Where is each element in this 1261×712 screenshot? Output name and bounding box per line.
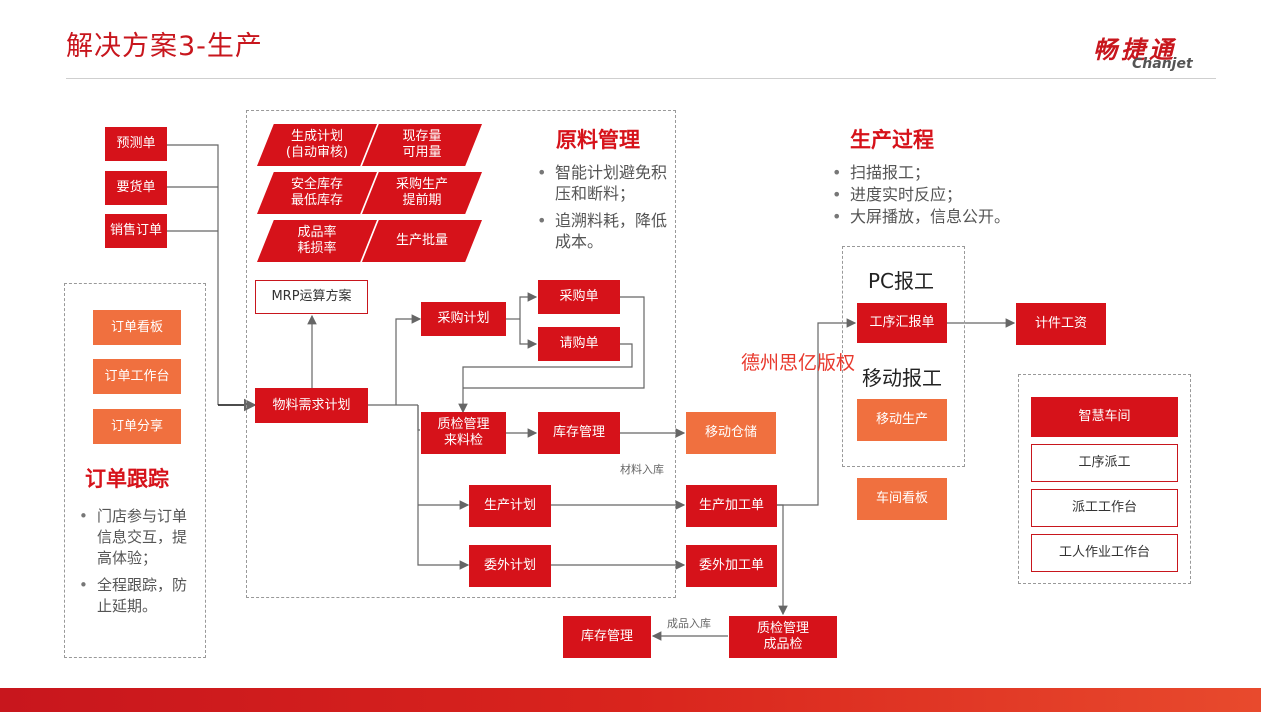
material-in-label: 材料入库: [620, 463, 664, 476]
bullet: 追溯料耗，降低成本。: [533, 210, 673, 252]
worker-workbench[interactable]: 工人作业工作台: [1031, 534, 1178, 572]
material-bullets: 智能计划避免积压和断料； 追溯料耗，降低成本。: [533, 162, 673, 258]
feature-stock-available: 现存量 可用量: [362, 124, 482, 166]
logo-chinese: 畅捷通: [1093, 36, 1177, 64]
purchase-plan[interactable]: 采购计划: [421, 302, 506, 336]
watermark: 德州思亿版权: [741, 352, 856, 374]
outsource-work-order[interactable]: 委外加工单: [686, 545, 777, 587]
order-tracking-heading: 订单跟踪: [85, 467, 169, 491]
workshop-board[interactable]: 车间看板: [857, 478, 947, 520]
bullet: 进度实时反应；: [828, 184, 1068, 205]
order-tracking-bullets: 门店参与订单信息交互，提高体验； 全程跟踪，防止延期。: [75, 506, 193, 623]
sales-order[interactable]: 销售订单: [105, 214, 167, 248]
request-order[interactable]: 要货单: [105, 171, 167, 205]
smart-workshop[interactable]: 智慧车间: [1031, 397, 1178, 437]
order-workbench[interactable]: 订单工作台: [93, 359, 181, 394]
outsource-plan[interactable]: 委外计划: [469, 545, 551, 587]
production-process-bullets: 扫描报工； 进度实时反应； 大屏播放，信息公开。: [828, 162, 1068, 228]
production-work-order[interactable]: 生产加工单: [686, 485, 777, 527]
bullet: 全程跟踪，防止延期。: [75, 575, 193, 617]
smart-workshop-panel: [1018, 374, 1191, 584]
bullet: 门店参与订单信息交互，提高体验；: [75, 506, 193, 569]
mobile-production[interactable]: 移动生产: [857, 399, 947, 441]
page-title: 解决方案3-生产: [66, 31, 263, 62]
purchase-order[interactable]: 采购单: [538, 280, 620, 314]
production-process-heading: 生产过程: [850, 128, 934, 152]
material-management-panel: [246, 110, 676, 598]
inventory-management-finished[interactable]: 库存管理: [563, 616, 651, 658]
order-board[interactable]: 订单看板: [93, 310, 181, 345]
piece-wage[interactable]: 计件工资: [1016, 303, 1106, 345]
mobile-storage[interactable]: 移动仓储: [686, 412, 776, 454]
logo-english: Chanjet: [1132, 56, 1193, 72]
feature-lead-time: 采购生产 提前期: [362, 172, 482, 214]
qc-incoming[interactable]: 质检管理 来料检: [421, 412, 506, 454]
requisition-order[interactable]: 请购单: [538, 327, 620, 361]
pc-report-label: PC报工: [868, 269, 935, 293]
qc-finished[interactable]: 质检管理 成品检: [729, 616, 837, 658]
production-plan[interactable]: 生产计划: [469, 485, 551, 527]
title-divider: [66, 78, 1216, 79]
process-report-order[interactable]: 工序汇报单: [857, 303, 947, 343]
material-demand-plan[interactable]: 物料需求计划: [255, 388, 368, 423]
bullet: 智能计划避免积压和断料；: [533, 162, 673, 204]
order-share[interactable]: 订单分享: [93, 409, 181, 444]
dispatch-workbench[interactable]: 派工工作台: [1031, 489, 1178, 527]
finished-in-label: 成品入库: [667, 617, 711, 630]
mobile-report-label: 移动报工: [862, 366, 942, 390]
reporting-panel: [842, 246, 965, 467]
feature-batch-size: 生产批量: [362, 220, 482, 262]
order-tracking-panel: [64, 283, 206, 658]
feature-safety-stock: 安全库存 最低库存: [257, 172, 377, 214]
bullet: 扫描报工；: [828, 162, 1068, 183]
feature-yield-rate: 成品率 耗损率: [257, 220, 377, 262]
feature-generate-plan: 生成计划 (自动审核): [257, 124, 377, 166]
forecast-order[interactable]: 预测单: [105, 127, 167, 161]
material-heading: 原料管理: [556, 128, 640, 152]
footer-bar: [0, 688, 1261, 712]
inventory-management[interactable]: 库存管理: [538, 412, 620, 454]
bullet: 大屏播放，信息公开。: [828, 206, 1068, 227]
process-dispatch[interactable]: 工序派工: [1031, 444, 1178, 482]
mrp-scheme[interactable]: MRP运算方案: [255, 280, 368, 314]
